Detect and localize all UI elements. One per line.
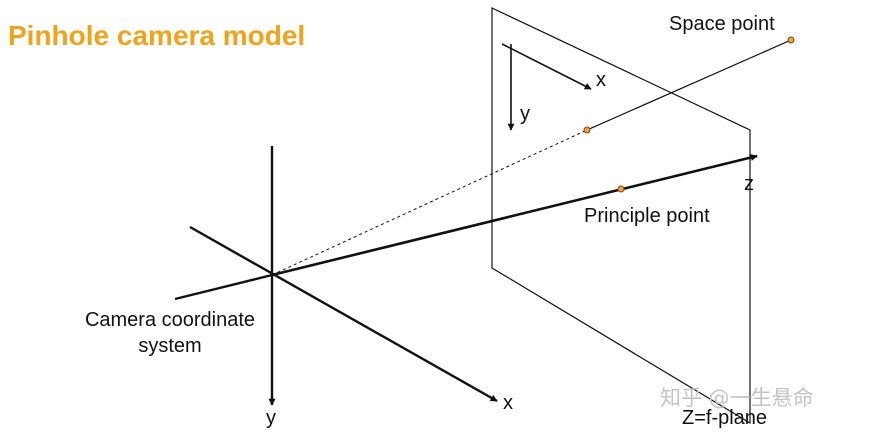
camera-coordinate-label-line1: Camera coordinate <box>84 309 256 331</box>
projection-ray-dashed <box>271 129 588 276</box>
image-y-label: y <box>520 103 530 125</box>
image-plane-label: Z=f-plane <box>682 407 768 429</box>
space-point-label: Space point <box>669 13 775 35</box>
projection-ray <box>586 39 792 131</box>
camera-coordinate-label: Camera coordinate system <box>78 307 262 359</box>
camera-y-label: y <box>266 407 276 429</box>
camera-coordinate-label-line2: system <box>138 335 202 357</box>
optical-z-label: z <box>744 173 754 195</box>
diagram-title: Pinhole camera model <box>8 20 306 51</box>
principle-point-label: Principle point <box>584 205 710 227</box>
camera-x-axis <box>189 225 498 403</box>
camera-back-axis <box>174 273 273 301</box>
image-x-label: x <box>596 69 606 91</box>
image-point-dot <box>583 126 591 134</box>
image-x-axis <box>501 43 592 90</box>
image-plane <box>491 7 751 425</box>
watermark: 知乎 @一生悬命 <box>660 386 814 410</box>
camera-x-label: x <box>503 392 513 414</box>
optical-axis <box>271 154 758 277</box>
principle-point-dot <box>617 185 625 193</box>
space-point-dot <box>787 36 795 44</box>
